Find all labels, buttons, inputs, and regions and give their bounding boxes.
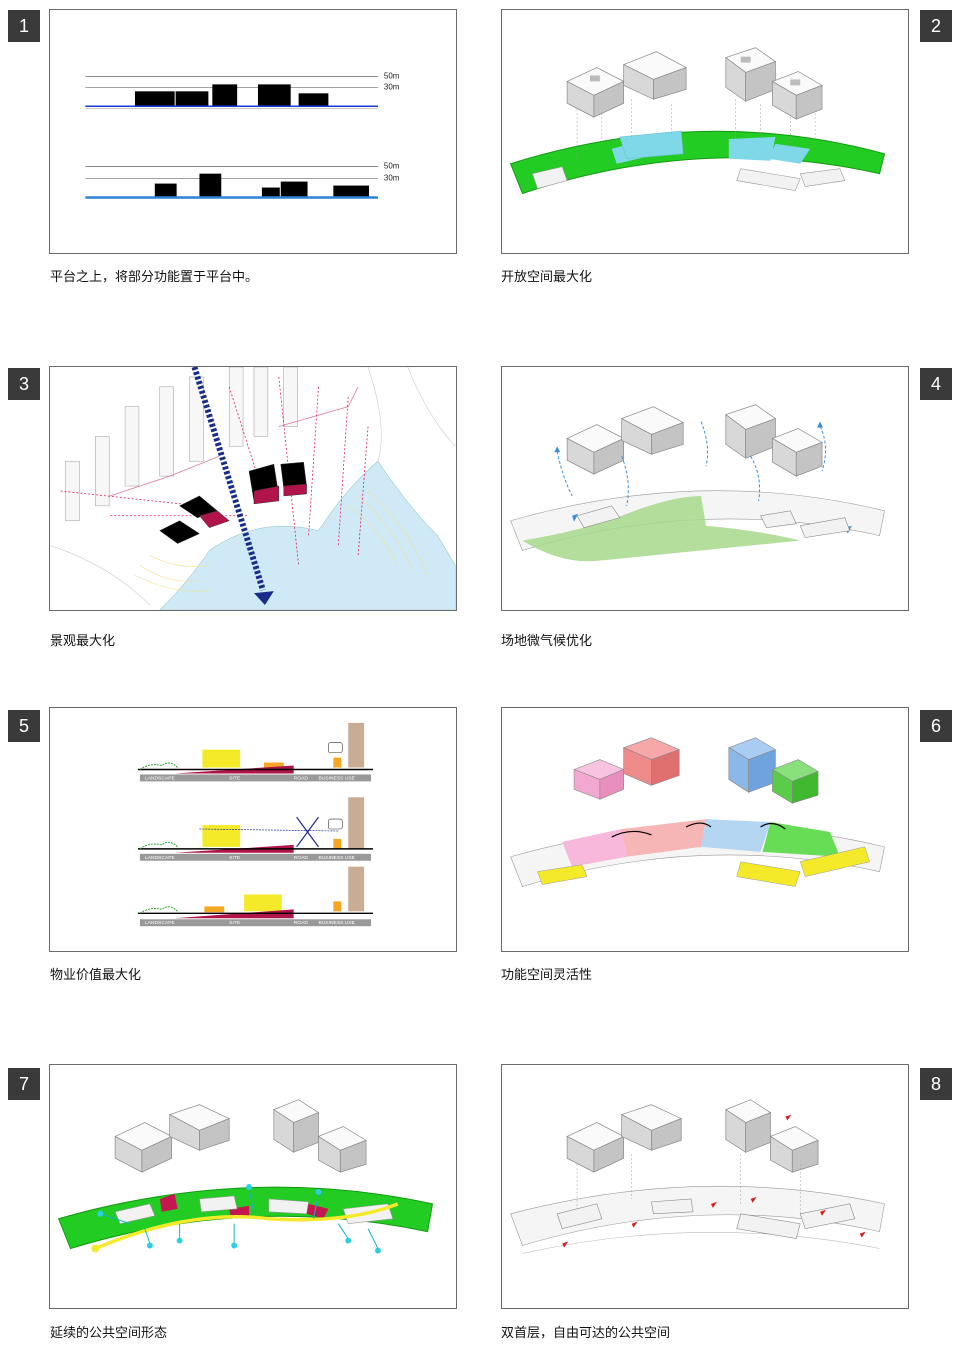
- function-flexibility-drawing: [510, 737, 885, 887]
- double-ground-drawing: [510, 1099, 885, 1254]
- section-row-2: LANDSCAPE SITE ROAD BUSINESS USE: [137, 797, 374, 861]
- panel-caption: 功能空间灵活性: [501, 968, 593, 983]
- section-row-1: LANDSCAPE SITE ROAD BUSINESS USE: [137, 722, 374, 781]
- label-50m-lower: 50m: [384, 162, 400, 171]
- strip-landscape: LANDSCAPE: [145, 855, 176, 861]
- panel-caption: 双首层，自由可达的公共空间: [501, 1326, 671, 1341]
- panel-number-badge: 6: [920, 710, 952, 742]
- diagram-panel-public-space: [49, 1064, 457, 1309]
- diagram-panel-function-flexibility: [501, 707, 909, 952]
- panel-caption: 延续的公共空间形态: [50, 1326, 168, 1341]
- diagram-panel-landscape: [49, 366, 457, 611]
- label-30m-lower: 30m: [384, 174, 400, 183]
- strip-business: BUSINESS USE: [318, 920, 355, 926]
- panel-number-badge: 4: [920, 368, 952, 400]
- panel-caption: 场地微气候优化: [501, 634, 593, 649]
- open-space-drawing: [509, 47, 886, 195]
- panel-number-badge: 1: [8, 10, 40, 42]
- strip-road: ROAD: [294, 855, 309, 861]
- label-30m: 30m: [384, 82, 400, 91]
- microclimate-drawing: [510, 404, 885, 562]
- diagram-panel-double-ground: [501, 1064, 909, 1309]
- strip-road: ROAD: [294, 920, 309, 926]
- panel-number-badge: 5: [8, 710, 40, 742]
- strip-site: SITE: [229, 775, 241, 781]
- public-space-drawing: [57, 1099, 434, 1254]
- strip-road: ROAD: [294, 775, 309, 781]
- panel-number-badge: 8: [920, 1068, 952, 1100]
- diagram-panel-property-value: LANDSCAPE SITE ROAD BUSINESS USE LANDSCA…: [49, 707, 457, 952]
- strip-landscape: LANDSCAPE: [145, 775, 176, 781]
- property-value-drawing: LANDSCAPE SITE ROAD BUSINESS USE LANDSCA…: [137, 722, 374, 926]
- strip-site: SITE: [229, 920, 241, 926]
- strip-business: BUSINESS USE: [318, 855, 355, 861]
- landscape-drawing: [50, 367, 456, 610]
- label-50m: 50m: [384, 71, 400, 80]
- panel-number-badge: 2: [920, 10, 952, 42]
- strip-business: BUSINESS USE: [318, 775, 355, 781]
- strip-site: SITE: [229, 855, 241, 861]
- panel-caption: 平台之上，将部分功能置于平台中。: [50, 270, 259, 285]
- diagram-panel-open-space: [501, 9, 909, 254]
- panel-caption: 物业价值最大化: [50, 968, 142, 983]
- diagram-panel-microclimate: [501, 366, 909, 611]
- panel-caption: 开放空间最大化: [501, 270, 593, 285]
- section-row-3: LANDSCAPE SITE ROAD BUSINESS USE: [137, 866, 374, 926]
- panel-caption: 景观最大化: [50, 634, 116, 649]
- strip-landscape: LANDSCAPE: [145, 920, 176, 926]
- panel-number-badge: 3: [8, 368, 40, 400]
- height-section-drawing: 50m 30m 50m 30m: [85, 71, 400, 199]
- panel-number-badge: 7: [8, 1068, 40, 1100]
- diagram-panel-height-section: 50m 30m 50m 30m: [49, 9, 457, 254]
